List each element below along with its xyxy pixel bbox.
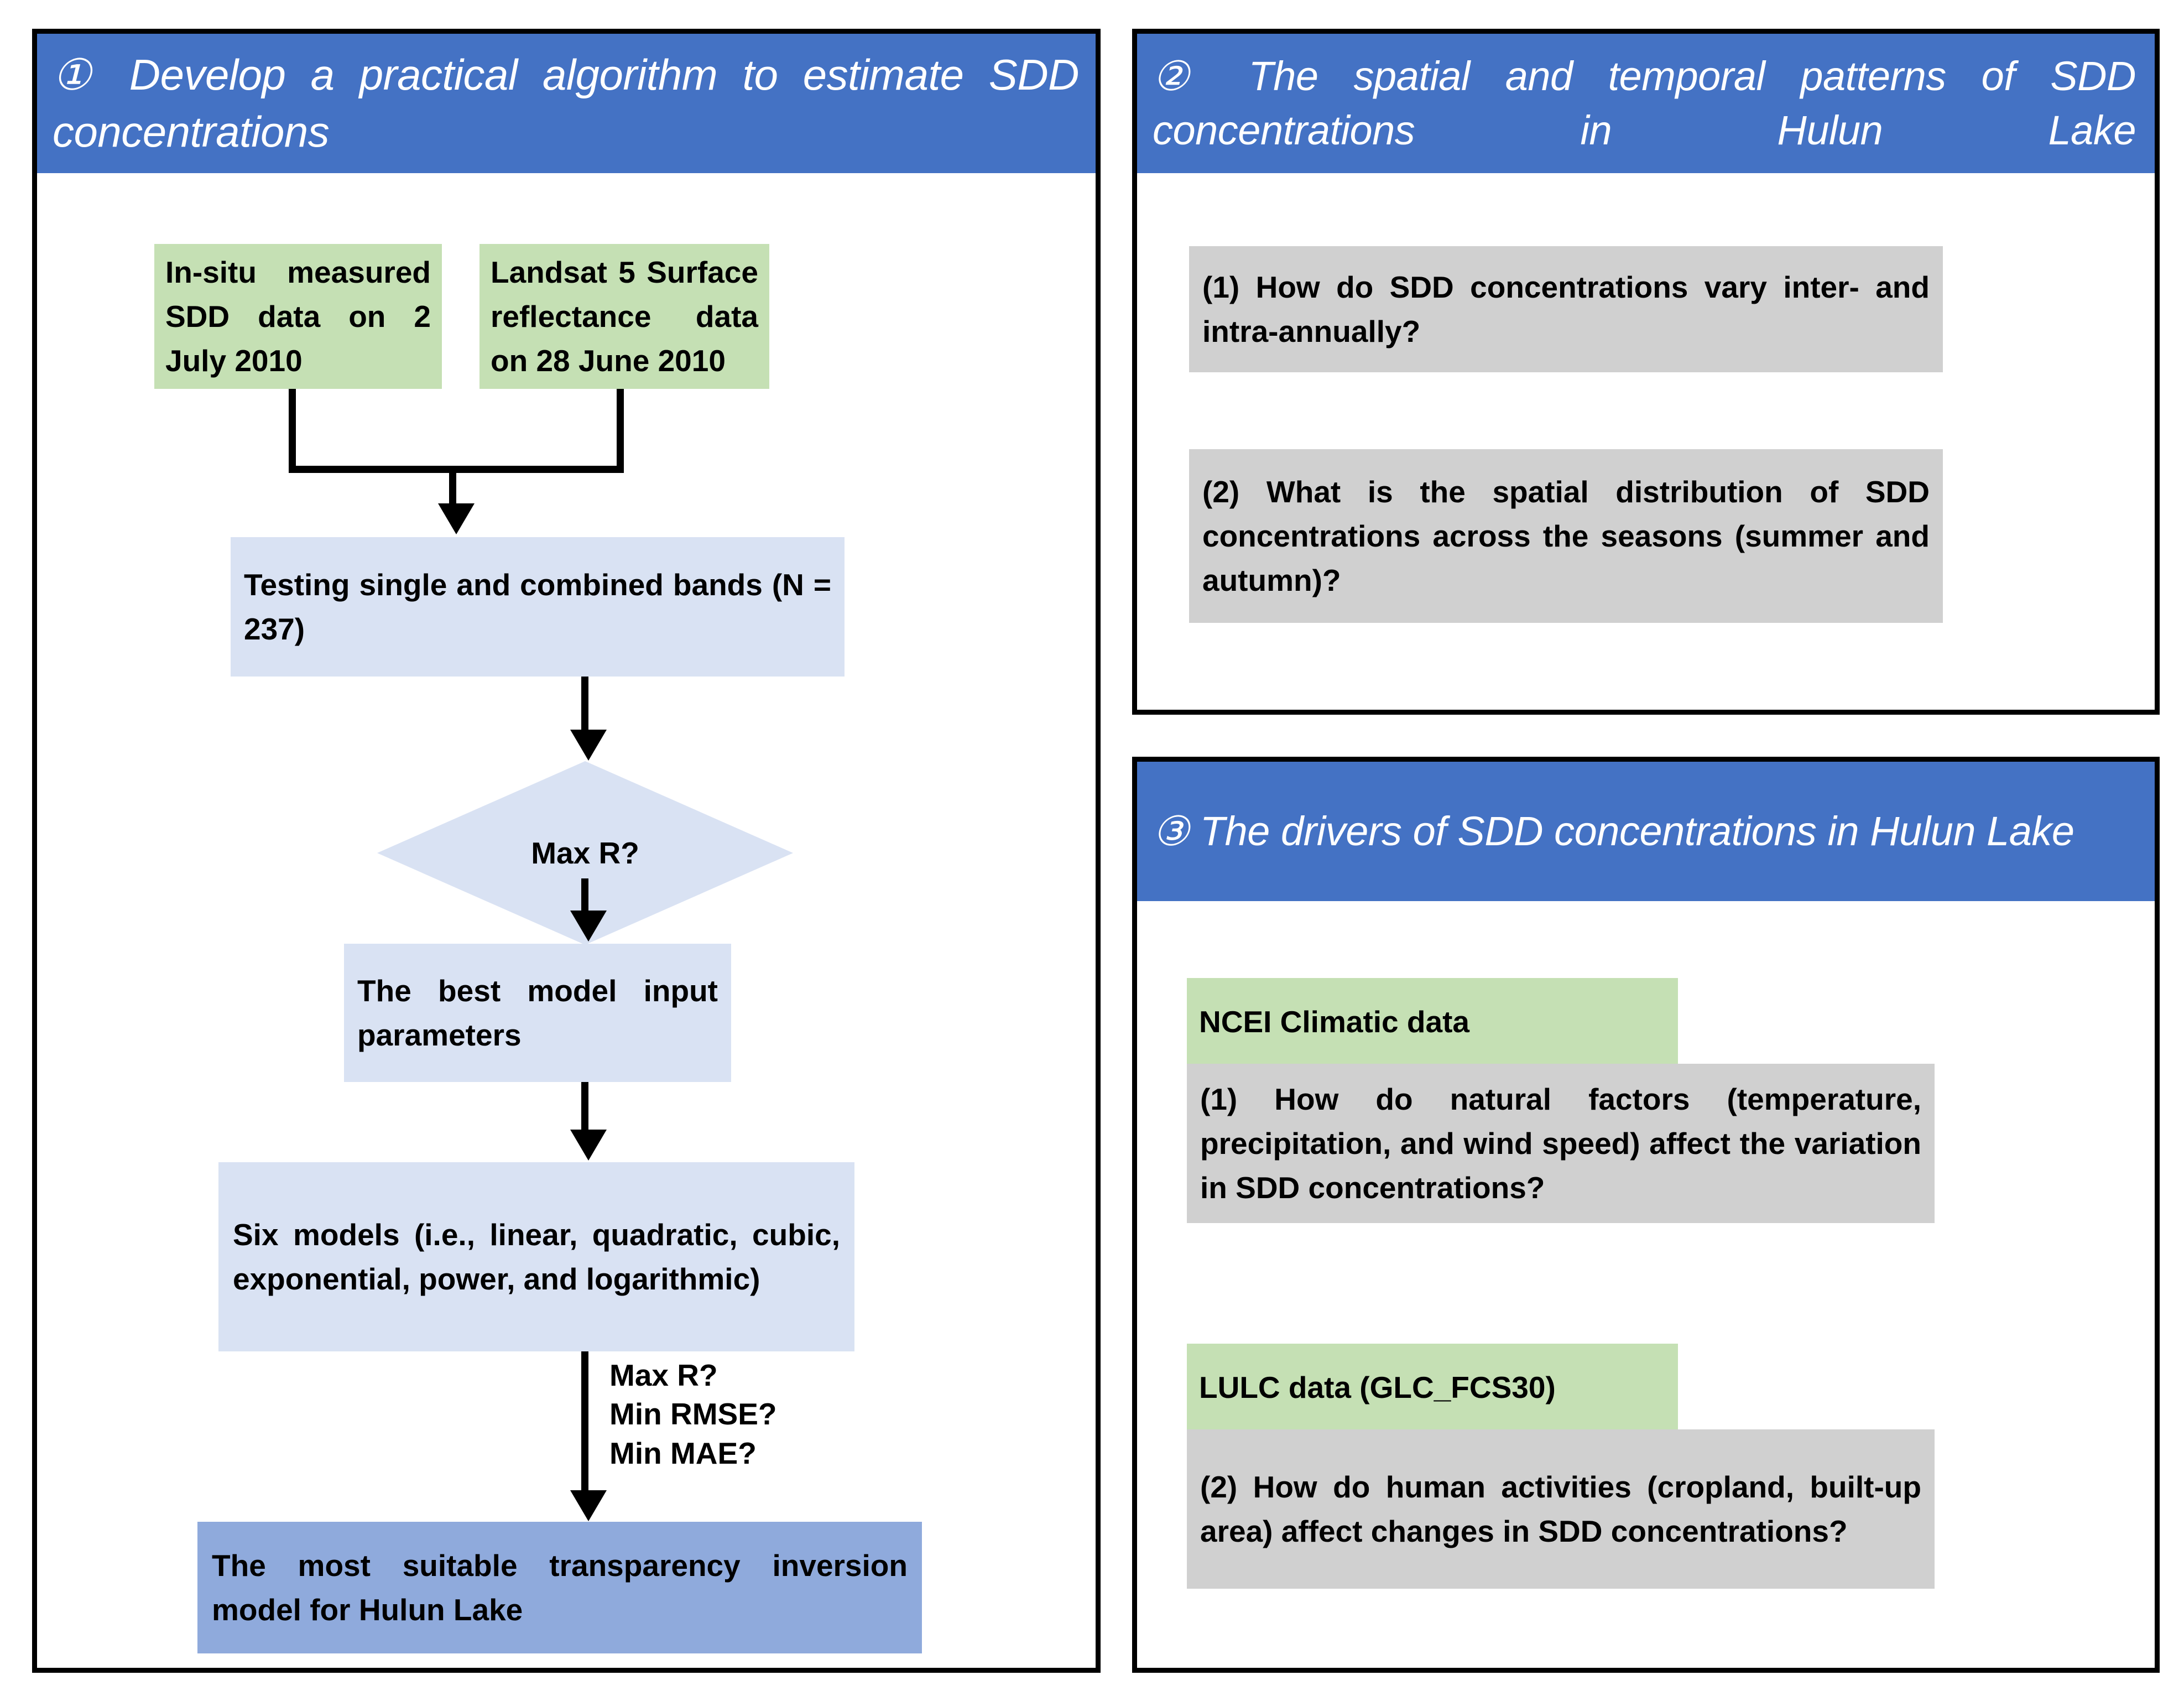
node-decision-max-r-label: Max R? [531,836,639,870]
panel-3-data-label-lulc-text: LULC data (GLC_FCS30) [1199,1370,1556,1405]
panel-2-header: ② The spatial and temporal patterns of S… [1137,34,2155,173]
connector-to-decision-line [581,677,588,732]
node-insitu-sdd-data: In-situ measured SDD data on 2 July 2010 [154,244,442,389]
panel-3-question-1-label: (1) How do natural factors (temperature,… [1200,1081,1921,1205]
connector-merge-horizontal [289,466,624,473]
panel-3-question-1: (1) How do natural factors (temperature,… [1187,1064,1935,1223]
connector-landsat-vertical [617,389,624,473]
panel-1-header-text: ① Develop a practical algorithm to estim… [53,50,1080,156]
node-testing-bands-label: Testing single and combined bands (N = 2… [244,567,831,646]
edge-label-min-mae: Min MAE? [609,1435,757,1470]
connector-to-best-params-line [581,878,588,913]
panel-3-question-2: (2) How do human activities (cropland, b… [1187,1429,1935,1589]
node-testing-bands: Testing single and combined bands (N = 2… [231,537,845,677]
arrow-to-six-models-icon [570,1130,607,1161]
panel-2-question-1: (1) How do SDD concentrations vary inter… [1189,246,1943,372]
arrow-to-testing-icon [438,503,475,534]
panel-3-data-label-lulc: LULC data (GLC_FCS30) [1187,1344,1678,1431]
node-six-models: Six models (i.e., linear, quadratic, cub… [218,1162,854,1351]
panel-2-question-2: (2) What is the spatial distribution of … [1189,449,1943,623]
edge-label-max-r: Max R? [609,1358,718,1392]
edge-label-selection-criteria: Max R? Min RMSE? Min MAE? [609,1356,776,1473]
edge-label-min-rmse: Min RMSE? [609,1397,777,1432]
panel-2-question-1-label: (1) How do SDD concentrations vary inter… [1202,269,1930,348]
panel-3-header-text: ③ The drivers of SDD concentrations in H… [1153,808,2074,855]
panel-3-data-label-ncei-text: NCEI Climatic data [1199,1004,1470,1039]
panel-1-header: ① Develop a practical algorithm to estim… [37,34,1096,173]
node-insitu-sdd-data-label: In-situ measured SDD data on 2 July 2010 [165,254,431,378]
connector-to-testing-line [449,466,456,506]
connector-to-final-model-line [581,1351,588,1492]
node-final-inversion-model: The most suitable transparency inversion… [197,1522,922,1653]
connector-insitu-vertical [289,389,296,473]
panel-3-data-label-ncei: NCEI Climatic data [1187,978,1678,1065]
arrow-to-final-model-icon [570,1490,607,1521]
arrow-to-best-params-icon [570,911,607,941]
node-best-model-parameters-label: The best model input parameters [357,973,718,1052]
node-best-model-parameters: The best model input parameters [344,944,731,1082]
panel-develop-algorithm: ① Develop a practical algorithm to estim… [32,29,1101,1673]
connector-to-six-models-line [581,1082,588,1132]
node-landsat-reflectance-data: Landsat 5 Surface reflectance data on 28… [479,244,769,389]
node-landsat-reflectance-data-label: Landsat 5 Surface reflectance data on 28… [491,254,758,378]
panel-3-header: ③ The drivers of SDD concentrations in H… [1137,762,2155,901]
panel-2-question-2-label: (2) What is the spatial distribution of … [1202,474,1930,598]
arrow-to-decision-icon [570,730,607,761]
node-six-models-label: Six models (i.e., linear, quadratic, cub… [233,1217,840,1296]
panel-3-question-2-label: (2) How do human activities (cropland, b… [1200,1469,1921,1548]
node-final-inversion-model-label: The most suitable transparency inversion… [212,1548,908,1627]
panel-2-header-text: ② The spatial and temporal patterns of S… [1153,53,2136,153]
